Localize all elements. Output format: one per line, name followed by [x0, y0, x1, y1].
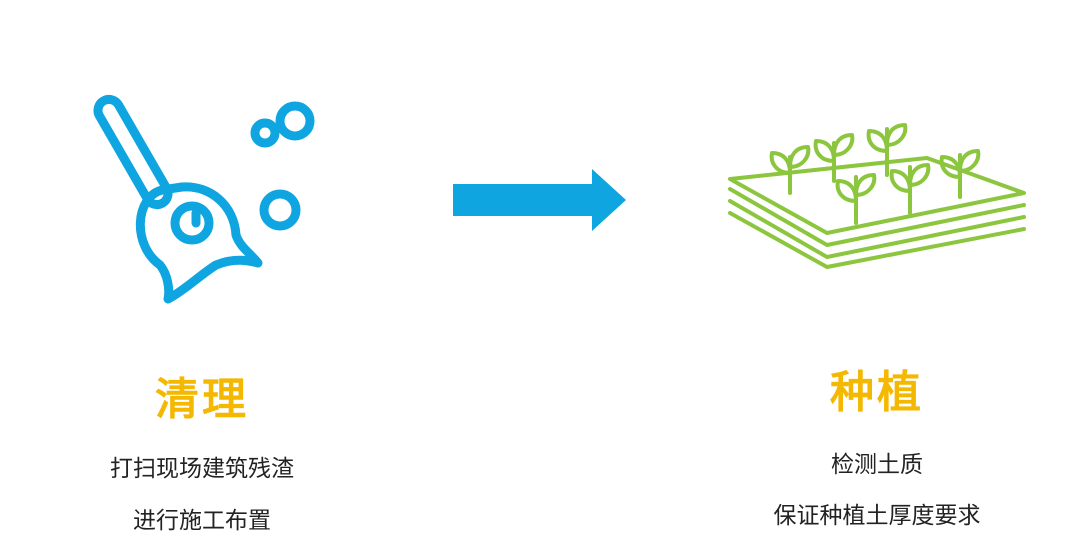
step-description-line: 打扫现场建筑残渣	[110, 456, 294, 482]
arrow-right-icon	[453, 169, 626, 231]
step-description-line: 检测土质	[831, 452, 923, 478]
broom-icon	[93, 94, 315, 304]
seedling-tray-icon	[728, 123, 1026, 269]
step-title-plant: 种植	[830, 367, 924, 418]
step-description-line: 进行施工布置	[133, 508, 271, 534]
step-description-line: 保证种植土厚度要求	[773, 503, 981, 529]
step-title-clean: 清理	[155, 374, 249, 425]
